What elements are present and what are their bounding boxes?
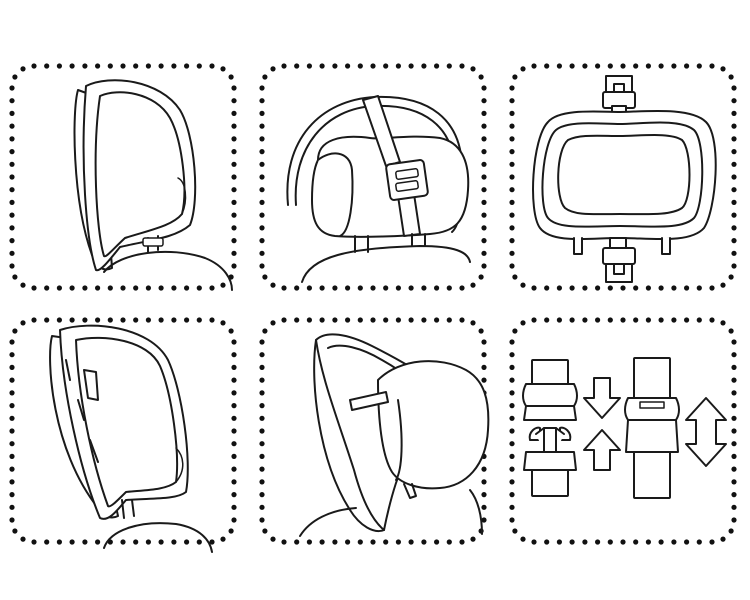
- mirror-headrest-angled-icon: [299, 333, 490, 537]
- mirror-side-view-icon: [73, 79, 233, 291]
- buckle-icon: [522, 357, 727, 499]
- mirror-tilt-icon: [49, 324, 213, 553]
- panel-frame-mirror-side-view: [9, 63, 237, 291]
- dotted-frames: [9, 63, 737, 545]
- strap-headrest-icon: [286, 95, 471, 283]
- panel-frame-strap-on-headrest: [259, 63, 487, 291]
- panel-frame-mirror-front-view: [509, 63, 737, 291]
- mirror-front-view-icon: [532, 75, 717, 283]
- panel-frame-mirror-tilt-view: [9, 317, 237, 545]
- panel-frame-buckle-instructions: [509, 317, 737, 545]
